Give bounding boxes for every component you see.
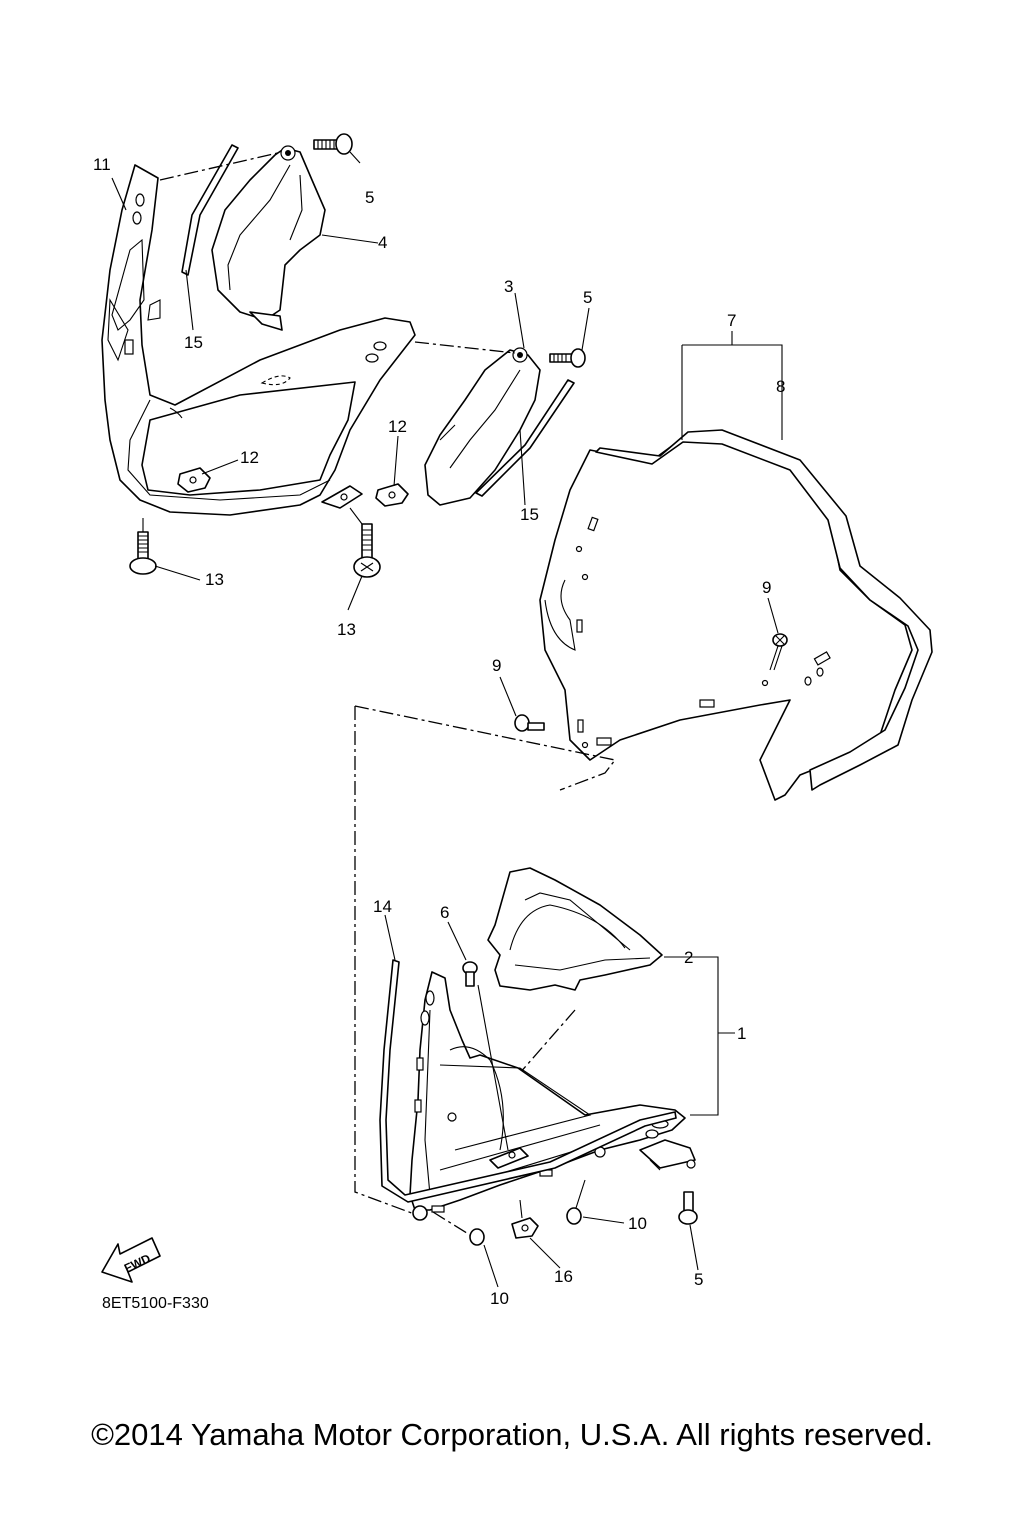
screw-part-5-bottom [678, 1159, 698, 1225]
screw-part-5-top [313, 133, 353, 155]
nut-part-12-b [375, 483, 409, 507]
trim-strip-part-14 [379, 959, 677, 1203]
clip-part-16 [511, 1199, 539, 1239]
callout-9-left: 9 [492, 656, 501, 675]
callout-5-mid: 5 [583, 288, 592, 307]
callout-9-right: 9 [762, 578, 771, 597]
screw-part-5-mid [549, 348, 586, 368]
upper-cowling-part-1 [409, 971, 696, 1221]
callout-16: 16 [554, 1267, 573, 1286]
windshield-part-7 [539, 429, 933, 801]
inner-panel-part-4 [211, 145, 326, 331]
callout-11: 11 [93, 155, 111, 174]
callout-14: 14 [373, 897, 392, 916]
callout-10-bottom: 10 [490, 1289, 509, 1308]
callout-7: 7 [727, 311, 736, 330]
callout-4: 4 [378, 233, 387, 252]
callout-8: 8 [776, 377, 785, 396]
callout-10-right: 10 [628, 1214, 647, 1233]
callout-13-left: 13 [205, 570, 224, 589]
bolt-part-13-b [353, 523, 381, 578]
mount-tab [321, 485, 363, 509]
copyright-notice: ©2014 Yamaha Motor Corporation, U.S.A. A… [91, 1417, 933, 1452]
parts-diagram: 11 5 4 15 3 5 7 8 12 12 15 13 9 13 9 14 … [93, 133, 933, 1312]
grommet-part-10-a [566, 1179, 586, 1225]
screw-part-6 [462, 961, 509, 1151]
screw-part-9-a [769, 633, 788, 671]
bolt-part-13-a [129, 531, 157, 575]
callout-12-left: 12 [240, 448, 259, 467]
callout-12-right: 12 [388, 417, 407, 436]
callout-5-top: 5 [365, 188, 374, 207]
grommet-part-10-b [469, 1228, 485, 1246]
trim-strip-part-15 [181, 144, 239, 276]
screw-part-9-b [514, 714, 545, 732]
callout-5-bottom: 5 [694, 1270, 703, 1289]
inner-panel-part-3 [424, 347, 541, 506]
screen-part-2 [487, 867, 663, 991]
callout-15-mid: 15 [520, 505, 539, 524]
callout-1: 1 [737, 1024, 746, 1043]
fwd-arrow-icon: FWD [101, 1237, 161, 1283]
callout-13-mid: 13 [337, 620, 356, 639]
callout-3: 3 [504, 277, 513, 296]
lower-cowling-part [101, 164, 416, 516]
trim-strip-part-15-b [475, 379, 575, 497]
leader-lines [111, 151, 783, 1288]
diagram-code: 8ET5100-F330 [102, 1295, 209, 1312]
callout-15-left: 15 [184, 333, 203, 352]
callout-6: 6 [440, 903, 449, 922]
callout-2: 2 [684, 948, 693, 967]
